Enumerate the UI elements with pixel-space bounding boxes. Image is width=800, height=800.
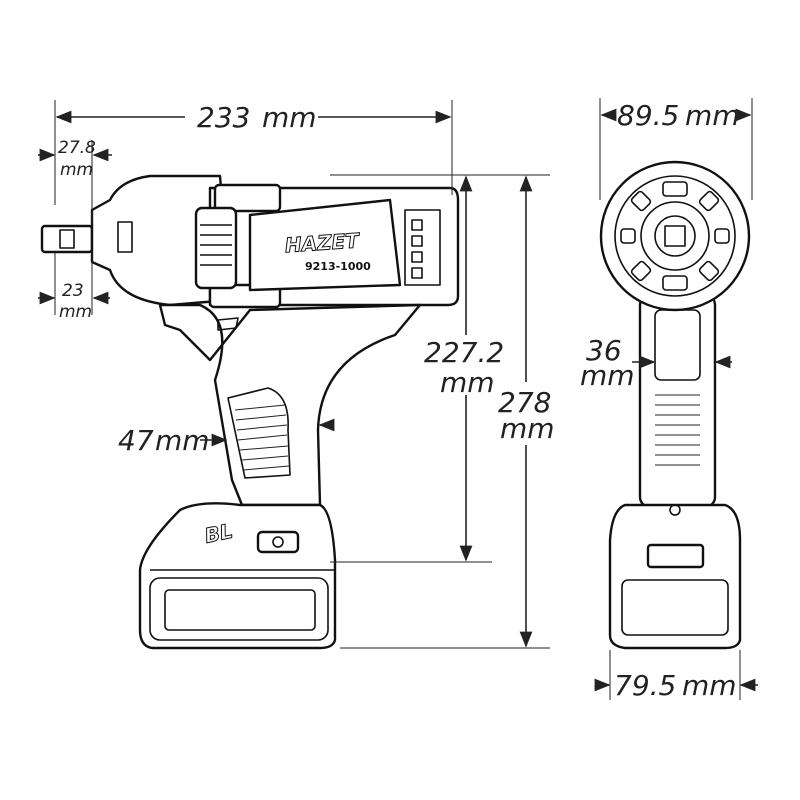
side-view: HAZET 9213-1000 BL <box>40 174 460 650</box>
svg-text:89.5: 89.5 <box>617 99 679 132</box>
dimension-overall-height: 278 mm <box>340 175 555 649</box>
dimension-anvil-length: 27.8 mm <box>38 138 112 225</box>
svg-text:mm: mm <box>500 412 555 445</box>
battery-pack <box>138 502 337 650</box>
trigger <box>217 317 239 331</box>
svg-text:36: 36 <box>586 334 622 367</box>
svg-text:mm: mm <box>440 366 495 399</box>
svg-text:mm: mm <box>59 302 92 322</box>
svg-text:227.2: 227.2 <box>424 336 504 369</box>
front-battery <box>608 503 742 650</box>
dimension-anvil-height: 23 mm <box>38 252 110 322</box>
svg-text:233: 233 <box>197 101 250 134</box>
dimension-height-without-battery: 227.2 mm <box>330 174 550 563</box>
svg-text:27.8: 27.8 <box>58 138 96 158</box>
dimension-grip-thickness: 36 mm <box>580 334 732 392</box>
svg-text:mm: mm <box>682 669 737 702</box>
brand-logo: HAZET <box>284 228 361 257</box>
svg-text:mm: mm <box>262 101 317 134</box>
dimension-battery-width: 79.5 mm <box>594 650 758 702</box>
svg-text:mm: mm <box>580 359 635 392</box>
svg-text:mm: mm <box>60 160 93 180</box>
svg-text:23: 23 <box>62 281 84 301</box>
dimension-head-width: 89.5 mm <box>599 98 753 200</box>
svg-text:47: 47 <box>118 424 154 457</box>
front-head <box>599 160 751 312</box>
svg-text:mm: mm <box>685 99 740 132</box>
model-number: 9213-1000 <box>305 260 371 273</box>
svg-text:278: 278 <box>498 386 551 419</box>
front-view <box>599 160 751 650</box>
dimension-overall-length: 233 mm <box>54 100 453 205</box>
battery-badge: BL <box>202 519 234 548</box>
dimension-grip-width: 47 mm <box>118 418 335 457</box>
svg-text:79.5: 79.5 <box>614 669 676 702</box>
grip-texture <box>227 387 291 479</box>
front-handle <box>638 293 717 509</box>
handle <box>158 303 422 507</box>
